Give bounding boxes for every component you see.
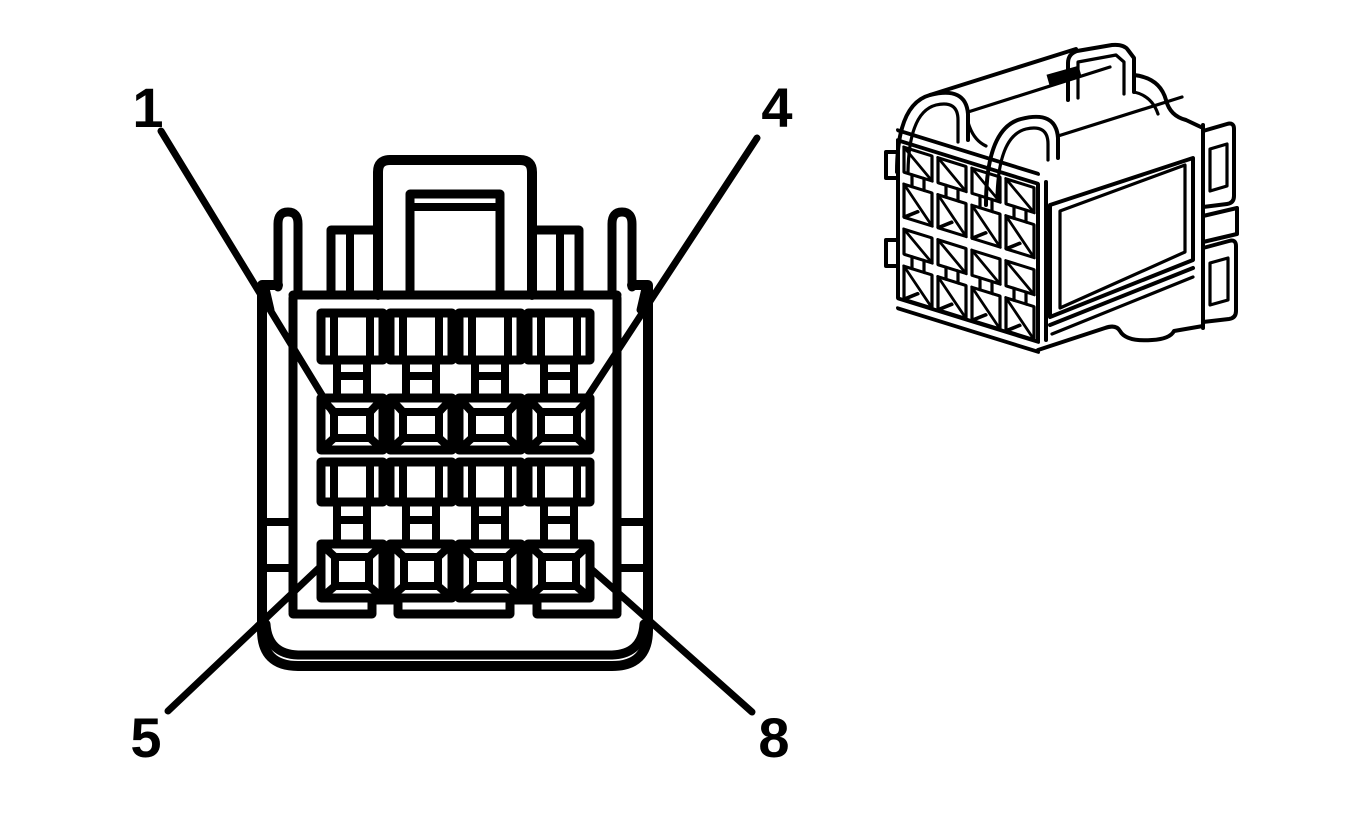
callout-leader-5 — [164, 562, 325, 715]
callout-label-1: 1 — [132, 76, 163, 139]
persp-upper-tab — [1201, 121, 1236, 209]
cavity-grid — [321, 313, 590, 598]
right-wall-ticks — [616, 518, 648, 572]
persp-upper-tab-hole — [1208, 142, 1229, 193]
perspective-view — [884, 42, 1239, 354]
persp-latch-mark — [1046, 65, 1082, 86]
latch-outline — [373, 155, 537, 300]
hood-right-edge — [527, 225, 584, 300]
persp-hood-lip — [896, 128, 1040, 176]
pin-column-4-8 — [528, 313, 590, 598]
persp-side-tabs — [1201, 121, 1239, 324]
callout-label-8: 8 — [758, 706, 789, 769]
hood-inner-ribs — [346, 228, 564, 299]
callouts: 1 4 5 8 — [130, 76, 792, 769]
left-ear — [273, 207, 303, 300]
pin-column-3-7 — [459, 313, 521, 598]
housing-outline — [257, 280, 653, 671]
left-wall-ticks — [262, 518, 294, 572]
bottom-shelf — [288, 595, 622, 619]
persp-side-face — [1036, 123, 1205, 352]
persp-front-face — [896, 128, 1040, 354]
callout-leader-8 — [585, 563, 756, 716]
persp-left-flange — [884, 150, 900, 268]
callout-label-4: 4 — [761, 76, 792, 139]
persp-face-outline — [896, 138, 1040, 344]
persp-col-2 — [936, 156, 968, 321]
persp-tab-bracket — [1201, 206, 1239, 244]
callout-leader-4-barb — [636, 280, 650, 314]
callout-leader-1 — [157, 127, 337, 417]
pin-column-1-5 — [321, 313, 383, 598]
persp-top-ribs — [895, 47, 1184, 207]
persp-bottom-lip — [896, 306, 1040, 354]
callout-label-5: 5 — [130, 706, 161, 769]
front-view — [257, 155, 653, 671]
persp-lower-tab-hole — [1208, 256, 1230, 307]
persp-lower-tab — [1201, 238, 1238, 324]
housing-bottom-lip — [261, 619, 649, 660]
persp-col-4 — [1004, 177, 1036, 342]
callout-leader-1-barb — [261, 280, 275, 314]
persp-latch — [1046, 42, 1205, 130]
hood-left-edge — [326, 225, 383, 300]
latch-window — [405, 189, 505, 300]
callout-leader-4 — [580, 134, 761, 406]
right-ear — [607, 207, 637, 300]
pin-column-2-6 — [390, 313, 452, 598]
